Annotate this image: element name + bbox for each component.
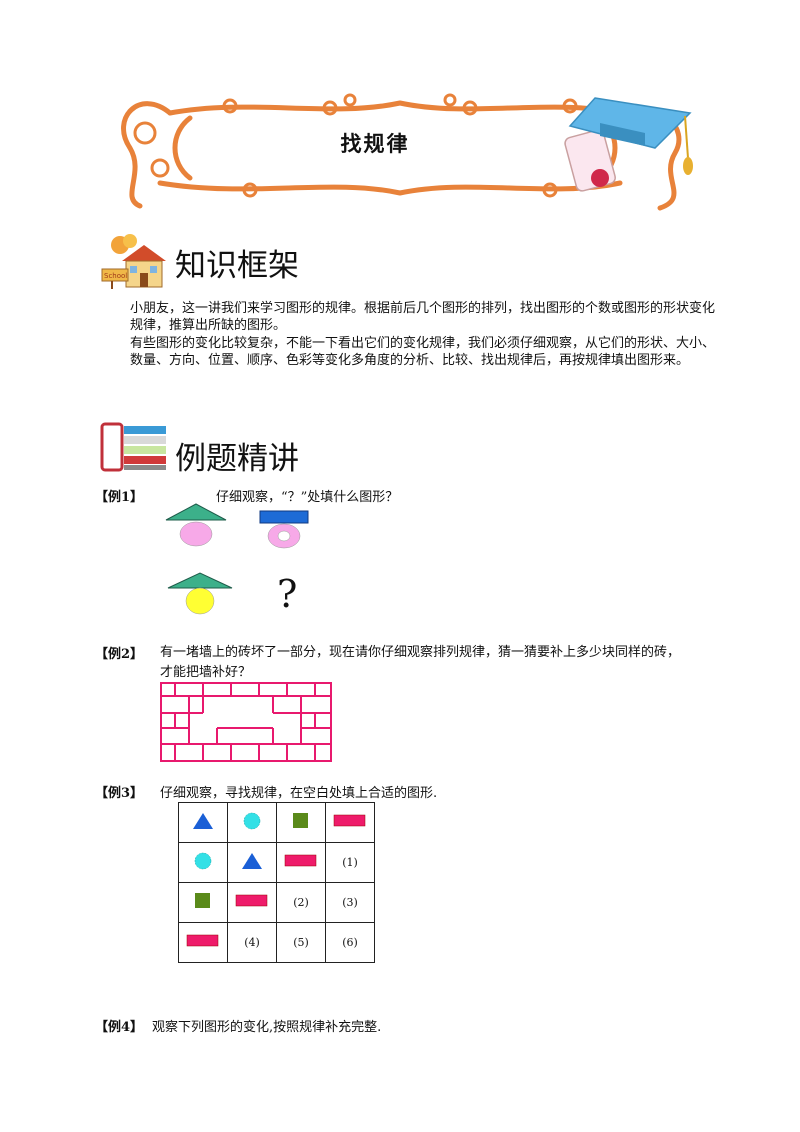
- cell-circle: [178, 842, 228, 883]
- page-title: 找规律: [340, 132, 410, 156]
- cell-blank-1[interactable]: (1): [325, 842, 375, 883]
- example-1-figures: [165, 503, 309, 615]
- school-house-icon: School: [101, 234, 166, 289]
- svg-text:School: School: [104, 272, 127, 280]
- ornate-title-frame: [121, 93, 693, 211]
- section-title-knowledge: 知识框架: [175, 248, 299, 284]
- cell-blank-3[interactable]: (3): [325, 882, 375, 923]
- cell-rect: [178, 922, 228, 963]
- intro-paragraph-2: 有些图形的变化比较复杂，不能一下看出它们的变化规律，我们必须仔细观察，从它们的形…: [130, 336, 716, 368]
- rectangle-shape: [186, 934, 219, 947]
- brick-wall-figure: [160, 682, 332, 762]
- cell-triangle: [178, 802, 228, 843]
- example-2-text: 有一堵墙上的砖坏了一部分，现在请你仔细观察排列规律，猜一猜要补上多少块同样的砖，…: [160, 645, 681, 680]
- rectangle-shape: [284, 854, 317, 867]
- cell-triangle: [227, 842, 277, 883]
- cell-square: [276, 802, 326, 843]
- triangle-shape: [242, 853, 262, 869]
- circle-shape: [243, 812, 261, 830]
- rectangle-shape: [333, 814, 366, 827]
- cell-blank-4[interactable]: (4): [227, 922, 277, 963]
- example-1-label: 【例1】: [95, 490, 144, 505]
- example-2-label: 【例2】: [95, 647, 144, 662]
- section-title-examples: 例题精讲: [175, 441, 299, 477]
- cell-rect: [325, 802, 375, 843]
- circle-shape: [194, 852, 212, 870]
- example-4-label: 【例4】: [95, 1020, 144, 1035]
- example-3-label: 【例3】: [95, 786, 144, 801]
- example-1-text: 仔细观察，“？”处填什么图形？: [216, 490, 399, 505]
- cell-blank-6[interactable]: (6): [325, 922, 375, 963]
- example-3-text: 仔细观察，寻找规律，在空白处填上合适的图形.: [160, 786, 438, 801]
- triangle-shape: [193, 813, 213, 829]
- square-shape: [293, 813, 308, 828]
- rectangle-shape: [235, 894, 268, 907]
- pattern-grid: (1) (2) (3) (4) (5) (6): [178, 802, 375, 963]
- cell-square: [178, 882, 228, 923]
- cell-blank-5[interactable]: (5): [276, 922, 326, 963]
- cell-blank-2[interactable]: (2): [276, 882, 326, 923]
- books-icon: [100, 422, 166, 472]
- cell-rect: [227, 882, 277, 923]
- question-mark: ?: [277, 572, 298, 616]
- cell-rect: [276, 842, 326, 883]
- square-shape: [195, 893, 210, 908]
- intro-paragraph-1: 小朋友，这一讲我们来学习图形的规律。根据前后几个图形的排列，找出图形的个数或图形…: [130, 301, 716, 333]
- example-4-text: 观察下列图形的变化,按照规律补充完整.: [152, 1020, 382, 1035]
- cell-circle: [227, 802, 277, 843]
